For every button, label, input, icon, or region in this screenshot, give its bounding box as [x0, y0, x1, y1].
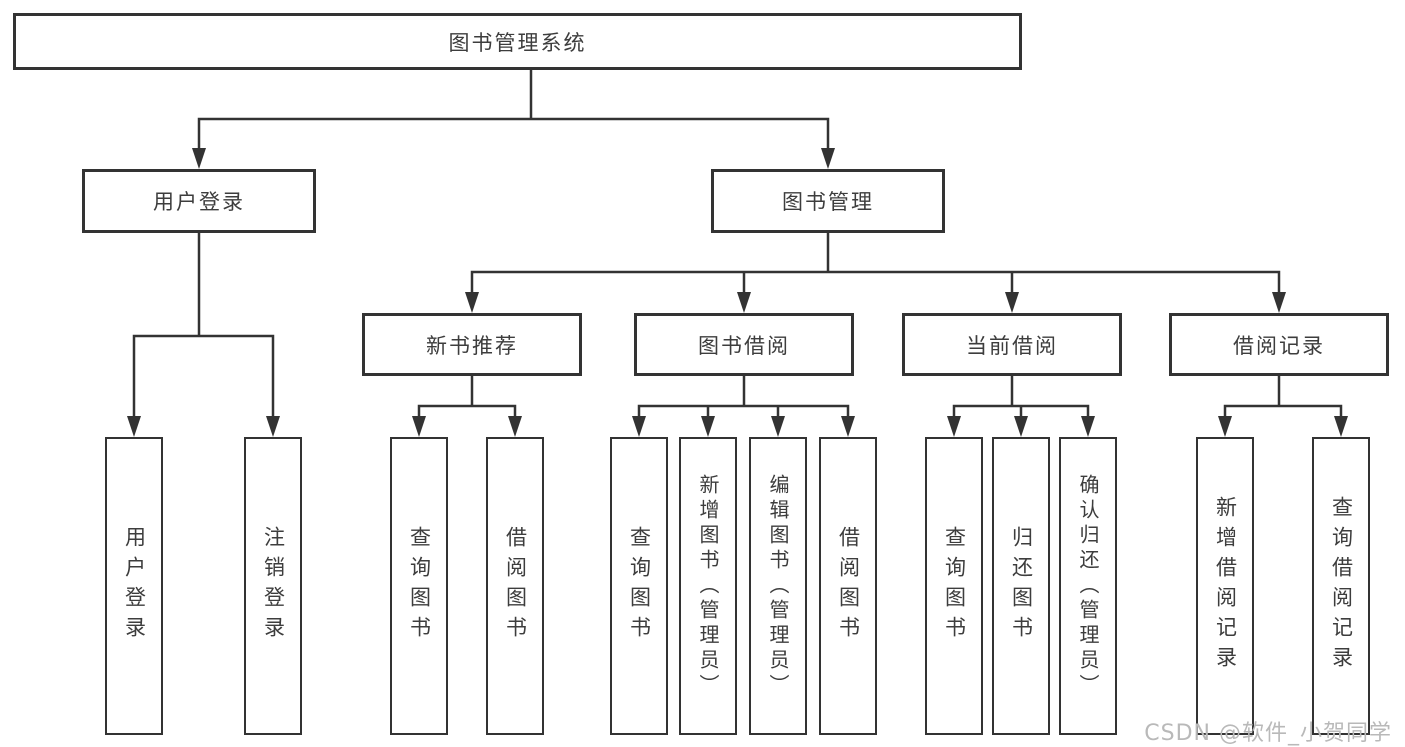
connector-root-to-level2 [192, 70, 835, 169]
leaf-label: 注销登录 [261, 526, 286, 646]
leaf-logout: 注销登录 [244, 437, 302, 735]
node-user-login: 用户登录 [82, 169, 316, 233]
leaf-query-books-borrow: 查询图书 [610, 437, 668, 735]
connector-book-borrow-branch [632, 376, 855, 437]
node-label: 图书管理系统 [448, 30, 587, 55]
connector-user-login-branch [127, 233, 280, 437]
leaf-user-login: 用户登录 [105, 437, 163, 735]
leaf-add-borrow-record: 新增借阅记录 [1196, 437, 1254, 735]
leaf-label: 查询图书 [407, 526, 432, 646]
leaf-label: 查询图书 [942, 526, 967, 646]
leaf-confirm-return-admin: 确认归还（管理员） [1059, 437, 1117, 735]
leaf-label: 确认归还（管理员） [1076, 473, 1100, 699]
leaf-borrow-books: 借阅图书 [819, 437, 877, 735]
leaf-query-borrow-record: 查询借阅记录 [1312, 437, 1370, 735]
leaf-label: 查询图书 [627, 526, 652, 646]
leaf-return-books: 归还图书 [992, 437, 1050, 735]
node-borrowing-records: 借阅记录 [1169, 313, 1389, 376]
node-book-management: 图书管理 [711, 169, 945, 233]
leaf-label: 新增图书（管理员） [696, 473, 720, 699]
node-new-book-recommendation: 新书推荐 [362, 313, 582, 376]
node-book-borrowing: 图书借阅 [634, 313, 854, 376]
csdn-watermark: CSDN @软件_小贺同学 [1144, 721, 1392, 746]
leaf-borrow-books-recommend: 借阅图书 [486, 437, 544, 735]
leaf-edit-books-admin: 编辑图书（管理员） [749, 437, 807, 735]
node-label: 借阅记录 [1233, 333, 1325, 358]
leaf-label: 用户登录 [122, 526, 147, 646]
leaf-label: 借阅图书 [503, 526, 528, 646]
leaf-label: 查询借阅记录 [1329, 496, 1354, 676]
connector-borrow-records-branch [1218, 376, 1348, 437]
leaf-label: 借阅图书 [836, 526, 861, 646]
leaf-label: 归还图书 [1009, 526, 1034, 646]
leaf-label: 编辑图书（管理员） [766, 473, 790, 699]
node-label: 当前借阅 [966, 333, 1058, 358]
node-label: 图书管理 [782, 190, 874, 214]
connector-book-management-branch [465, 233, 1286, 313]
node-label: 新书推荐 [426, 333, 518, 358]
node-label: 图书借阅 [698, 333, 790, 358]
node-library-management-system: 图书管理系统 [13, 13, 1022, 70]
connector-current-borrow-branch [947, 376, 1095, 437]
leaf-label: 新增借阅记录 [1213, 496, 1238, 676]
leaf-query-books-current: 查询图书 [925, 437, 983, 735]
connector-new-book-branch [412, 376, 522, 437]
leaf-add-books-admin: 新增图书（管理员） [679, 437, 737, 735]
leaf-query-books-recommend: 查询图书 [390, 437, 448, 735]
node-current-borrowing: 当前借阅 [902, 313, 1122, 376]
node-label: 用户登录 [153, 190, 245, 214]
